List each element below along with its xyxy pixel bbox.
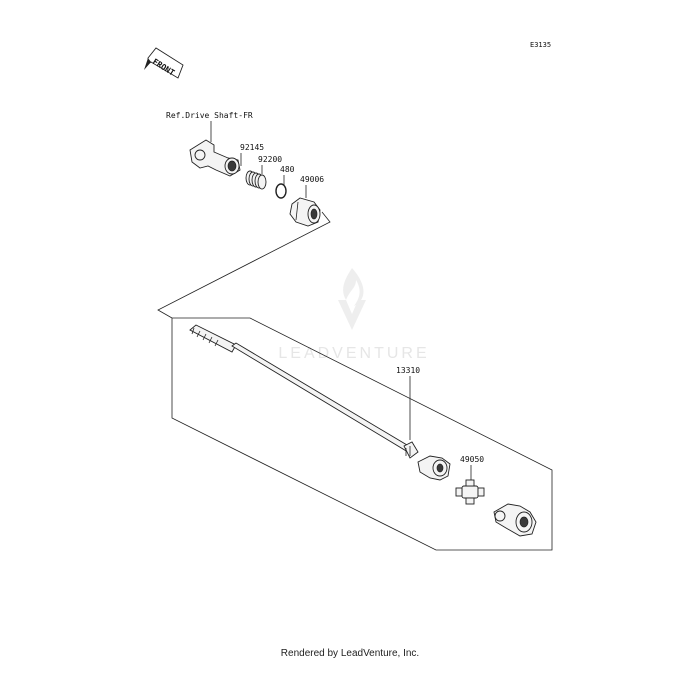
boot-part <box>289 197 321 227</box>
front-yoke-part <box>189 139 241 177</box>
diagram-code: E3135 <box>530 41 551 49</box>
part-label-49050: 49050 <box>460 455 484 464</box>
watermark-text: LEADVENTURE <box>278 345 429 362</box>
part-label-13310: 13310 <box>396 366 420 375</box>
part-label-49006: 49006 <box>300 175 324 184</box>
part-label-480: 480 <box>280 165 295 174</box>
spline-3 <box>202 333 207 341</box>
spline-5 <box>214 339 219 347</box>
spring-part <box>245 170 267 190</box>
circlip-part <box>275 183 287 199</box>
rear-yoke-part <box>493 503 537 537</box>
spline-4 <box>208 336 213 344</box>
spline-2 <box>196 330 201 338</box>
spline-1 <box>191 327 195 335</box>
ref-drive-shaft-label: Ref.Drive Shaft-FR <box>166 111 253 120</box>
universal-joint-part <box>455 479 485 505</box>
footer-credit: Rendered by LeadVenture, Inc. <box>280 648 420 659</box>
shaft-yoke-part <box>417 455 451 481</box>
part-label-92145: 92145 <box>240 143 264 152</box>
group-leader-line <box>157 211 331 319</box>
boot-rib <box>295 201 299 221</box>
shaft-group-frame <box>171 317 553 551</box>
part-label-92200: 92200 <box>258 155 282 164</box>
watermark-logo <box>338 268 366 330</box>
front-arrow-icon <box>144 47 184 79</box>
drive-shaft-part <box>189 324 419 459</box>
